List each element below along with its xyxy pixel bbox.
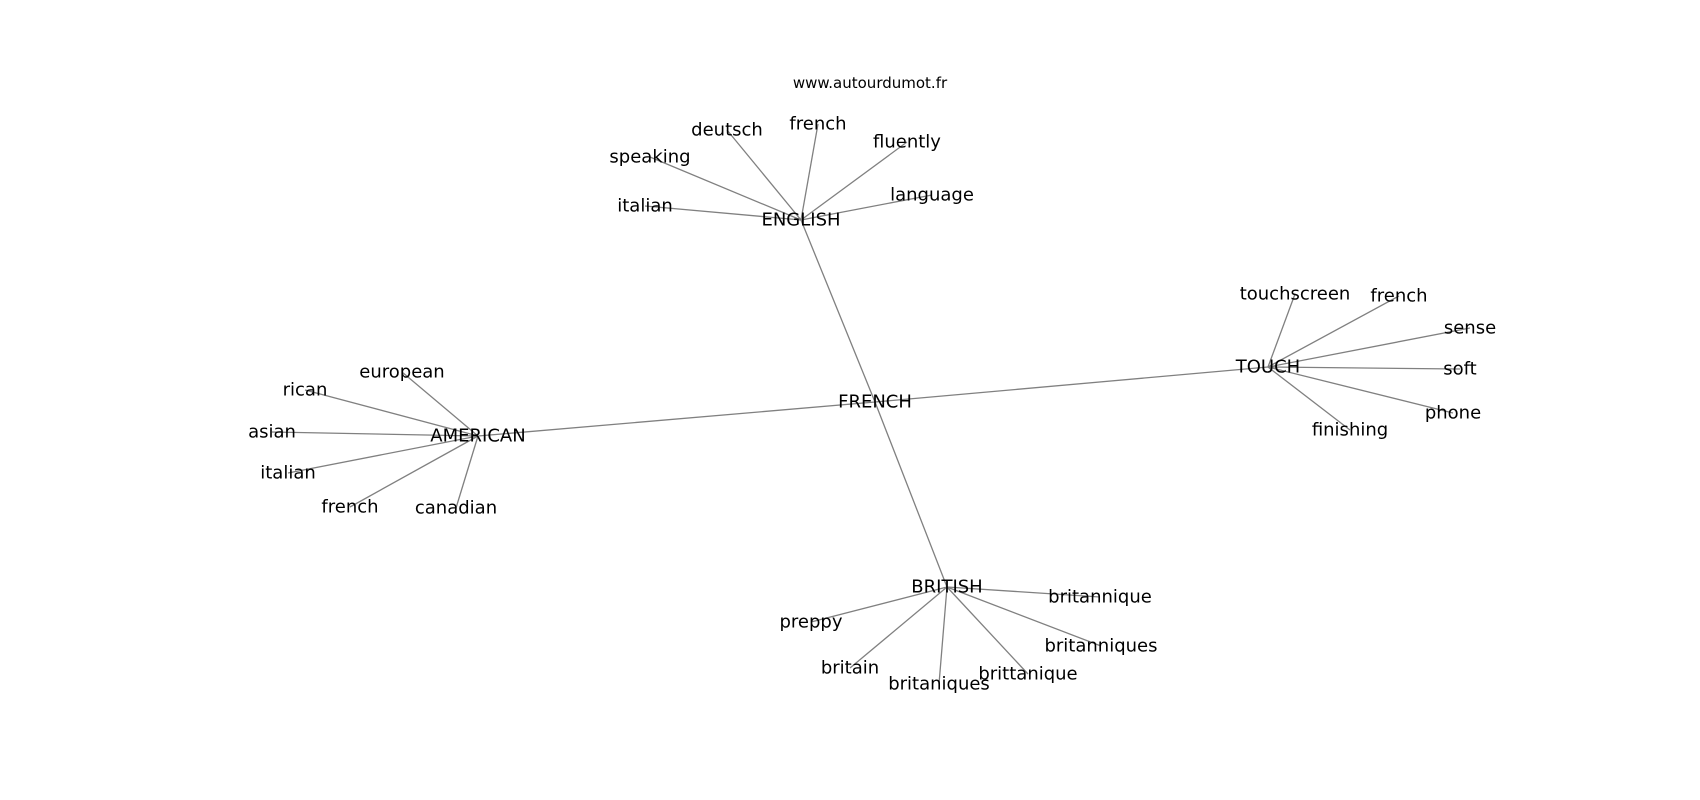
edge-center-british [874,401,948,588]
node-leaf-english-deutsch: deutsch [691,120,763,141]
node-center: FRENCH [838,392,912,413]
source-url: www.autourdumot.fr [793,74,948,92]
node-hub-british: BRITISH [911,577,982,598]
node-leaf-american-european: european [359,362,444,383]
node-leaf-touch-touchscreen: touchscreen [1240,284,1351,305]
node-hub-american: AMERICAN [430,426,525,447]
node-leaf-american-canadian: canadian [415,498,497,519]
edge-american-italian [287,435,479,474]
node-leaf-american-asian: asian [248,422,296,443]
node-leaf-touch-sense: sense [1444,318,1496,339]
node-leaf-touch-finishing: finishing [1312,420,1388,441]
edge-center-touch [874,366,1269,403]
node-leaf-american-italian: italian [260,463,316,484]
node-leaf-british-britaniques: britaniques [888,674,990,695]
edge-touch-phone [1267,366,1454,414]
edge-english-speaking [649,156,802,221]
edge-touch-finishing [1267,366,1351,431]
node-leaf-english-french: french [789,114,846,135]
edge-english-language [800,194,933,221]
edge-american-french [349,435,479,508]
edge-english-deutsch [726,129,802,221]
edges [271,123,1471,685]
node-leaf-american-rican: rican [283,380,328,401]
node-leaf-touch-phone: phone [1425,403,1481,424]
node-leaf-american-french: french [321,497,378,518]
edge-english-italian [644,205,802,221]
node-leaf-touch-french: french [1370,286,1427,307]
edge-american-asian [271,431,479,437]
edge-british-preppy [810,586,948,623]
node-leaf-touch-soft: soft [1443,359,1476,380]
node-leaf-english-speaking: speaking [609,147,690,168]
node-hub-touch: TOUCH [1235,357,1300,378]
edge-center-english [800,219,876,403]
node-leaf-british-britain: britain [821,658,879,679]
edge-american-canadian [455,435,479,509]
edge-british-brittanique [946,586,1029,675]
node-leaf-english-fluently: fluently [873,132,941,153]
edge-british-britannique [946,586,1101,598]
edge-english-french [800,123,819,221]
node-leaf-british-preppy: preppy [779,612,842,633]
edge-english-fluently [800,141,908,221]
node-leaf-english-italian: italian [617,196,673,217]
edge-touch-sense [1267,327,1471,368]
edge-british-britain [849,586,948,669]
node-leaf-british-britanniques: britanniques [1044,636,1157,657]
edge-american-european [401,371,479,437]
node-leaf-british-britannique: britannique [1048,587,1152,608]
node-hub-english: ENGLISH [761,210,840,231]
edge-touch-french [1267,295,1400,368]
edge-center-american [477,401,876,437]
edge-british-britaniques [938,586,948,685]
node-leaf-british-brittanique: brittanique [978,664,1077,685]
edge-touch-soft [1267,366,1461,370]
node-leaf-english-language: language [890,185,974,206]
edge-american-rican [304,389,479,437]
edge-british-britanniques [946,586,1102,647]
edge-touch-touchscreen [1267,293,1296,368]
